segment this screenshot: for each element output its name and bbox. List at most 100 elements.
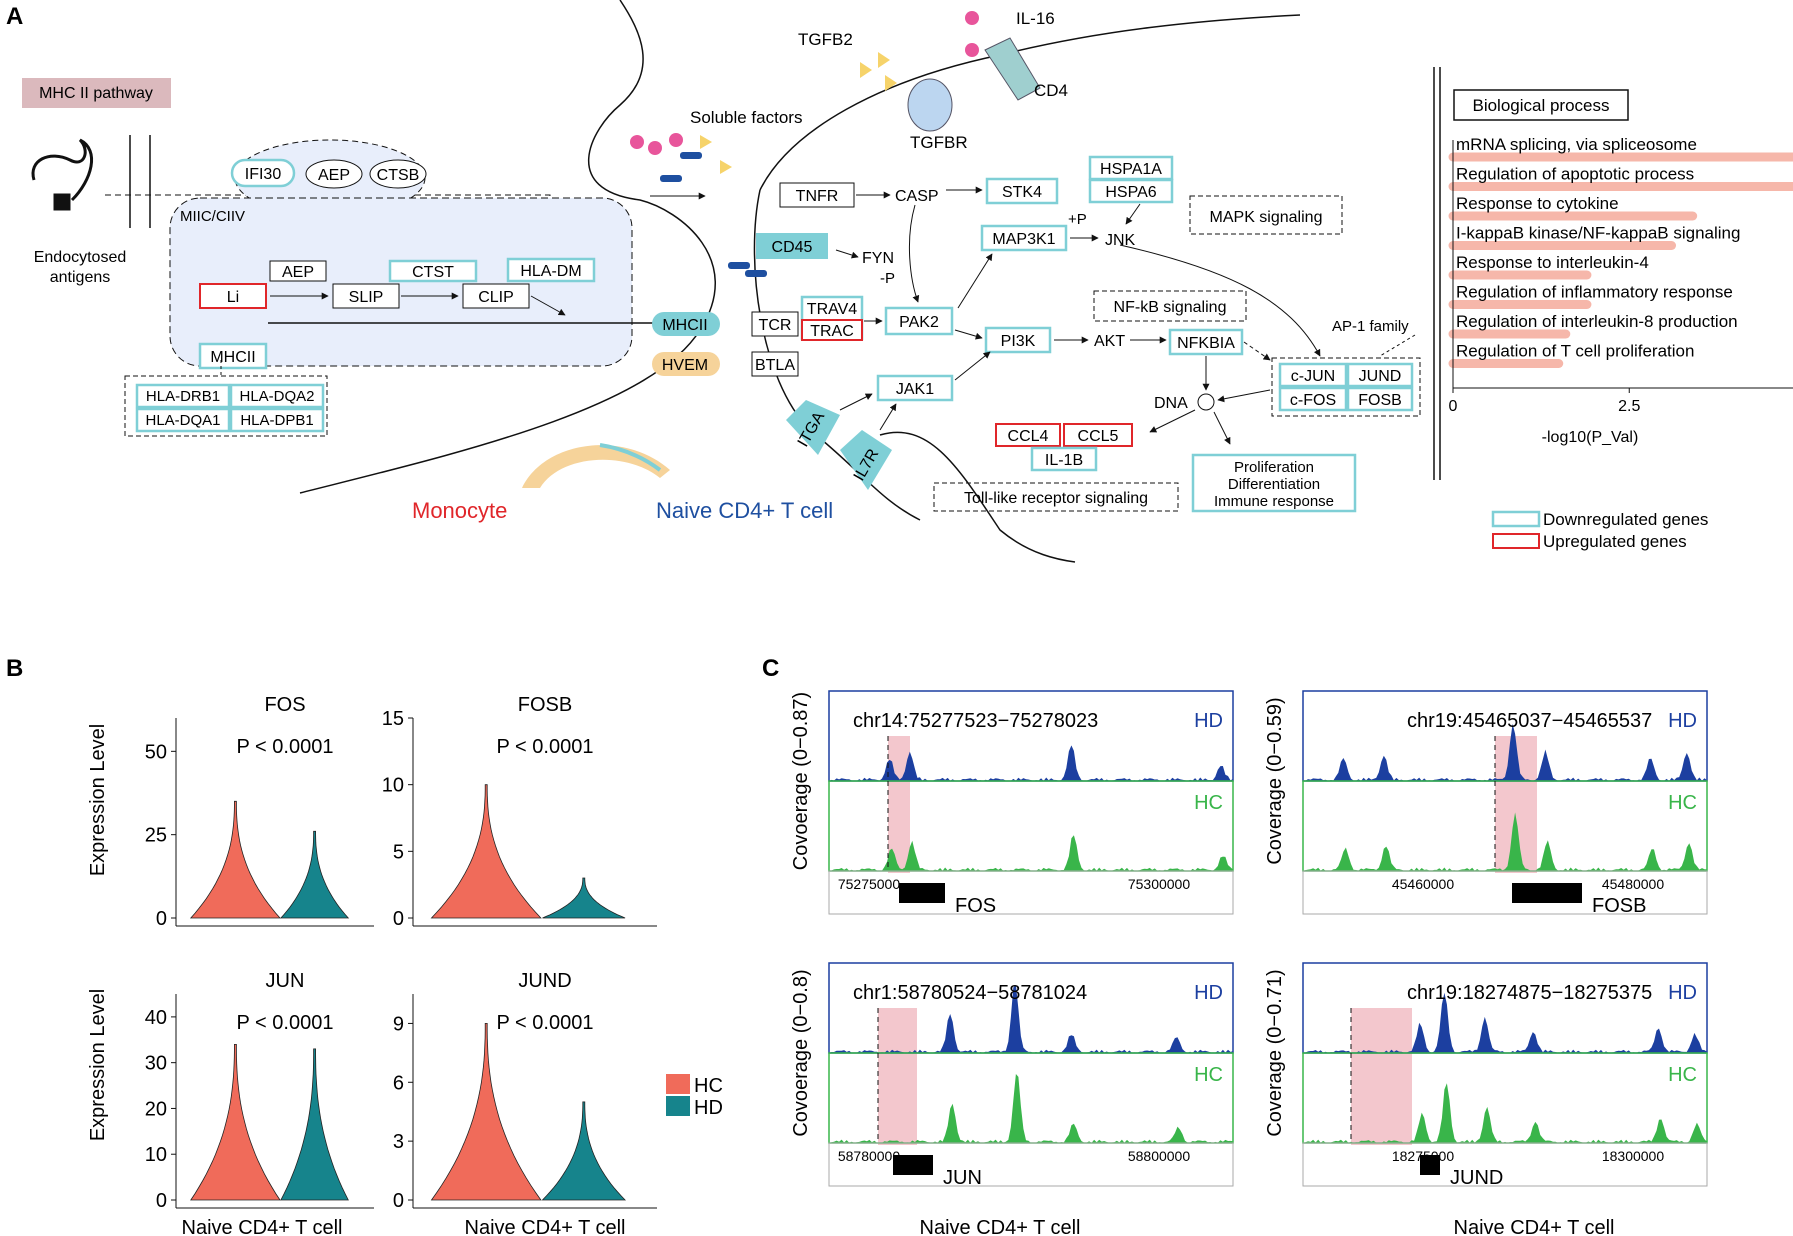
factor-bar	[660, 175, 682, 182]
gene-model	[899, 883, 945, 903]
violin-hd	[280, 830, 350, 919]
hc-label: HC	[1194, 792, 1223, 814]
pak2-pi3k-arrow	[954, 329, 983, 340]
region-label: chr14:75277523−75278023	[853, 710, 1098, 732]
violin-tick-label: 40	[145, 1007, 167, 1029]
dna-label: DNA	[1154, 395, 1188, 412]
monocyte-membrane	[299, 0, 716, 494]
mhc-pathway-label: MHC II pathway	[39, 85, 153, 102]
hc-label: HC	[1668, 1064, 1697, 1086]
hvem-receptor	[652, 352, 720, 376]
bp-term: mRNA splicing, via spliceosome	[1456, 135, 1697, 154]
hsp-jnk-arrow	[1125, 203, 1141, 225]
ctsb-node	[369, 159, 427, 189]
slip-node	[332, 283, 400, 309]
aep-label: AEP	[282, 264, 314, 281]
ap1-box	[1271, 357, 1421, 417]
bp-term: Regulation of interleukin-8 production	[1456, 312, 1738, 331]
hd-label: HD	[1668, 710, 1697, 732]
coverage-ylabel: Covoerage (0−0.8)	[790, 969, 812, 1136]
synapse-arch	[522, 445, 670, 488]
coord-tick: 58800000	[1128, 1148, 1191, 1164]
gene-model	[1512, 883, 1582, 903]
tgfb2-triangle	[885, 75, 897, 91]
factor-dot	[630, 135, 644, 149]
hla-drb1-label: HLA-DRB1	[146, 388, 220, 405]
pak2-map3k1-arrow	[957, 253, 993, 309]
aep-top-node	[305, 159, 363, 189]
hla-dqa1-gene	[135, 407, 231, 433]
il7r-jak1-arrow	[879, 403, 897, 431]
violin-hc	[430, 1023, 542, 1201]
tcell-label: Naive CD4+ T cell	[656, 498, 833, 523]
factor-bar	[745, 270, 767, 277]
violin-tick-label: 30	[145, 1053, 167, 1075]
fyn-label: FYN	[862, 250, 894, 267]
soluble-factors-label: Soluble factors	[690, 108, 802, 127]
factor-triangle	[700, 135, 712, 149]
legend-hd-label: HD	[694, 1097, 723, 1119]
cd45-receptor	[756, 233, 828, 259]
coverage-ylabel: Coverage (0−0.71)	[1264, 969, 1286, 1136]
violin-p-value: P < 0.0001	[237, 1012, 334, 1034]
ap1-label: AP-1 family	[1332, 318, 1409, 335]
violin-tick-label: 5	[393, 841, 404, 863]
coverage-ylabel: Coverage (0−0.59)	[1264, 697, 1286, 864]
dna-node	[1197, 393, 1215, 411]
hd-label: HD	[1194, 710, 1223, 732]
outcome-differentiation: Differentiation	[1228, 476, 1320, 493]
factor-dot	[648, 141, 662, 155]
violin-hc	[190, 1044, 281, 1201]
coord-tick: 58780000	[838, 1148, 901, 1164]
hla-dm-label: HLA-DM	[520, 263, 581, 280]
hc-coverage	[829, 835, 1233, 871]
li-label: Li	[227, 289, 239, 306]
trav4-label: TRAV4	[807, 301, 857, 318]
clip-label: CLIP	[478, 289, 514, 306]
mhcii-inner-label: MHCII	[210, 349, 255, 366]
bp-term: Response to interleukin-4	[1456, 253, 1649, 272]
panel-b-label: B	[6, 655, 23, 682]
gene-track-frame	[828, 1142, 1234, 1187]
clip-node	[462, 283, 530, 309]
cd45-label: CD45	[772, 239, 813, 256]
region-label: chr19:45465037−45465537	[1407, 710, 1652, 732]
clip-mhc-arrow	[530, 295, 566, 316]
bp-term: Regulation of T cell proliferation	[1456, 342, 1694, 361]
tgfb2-triangle	[878, 52, 890, 68]
itga-jak1-arrow	[839, 393, 873, 411]
jnk-ap1-arrow	[1119, 244, 1321, 357]
hla-dqa2-gene	[229, 383, 325, 409]
violin-gene-title: FOSB	[518, 694, 572, 716]
violin-hc	[189, 800, 281, 919]
coord-tick: 18300000	[1602, 1148, 1665, 1164]
legend-up-swatch	[1492, 533, 1540, 549]
cd4-receptor	[984, 37, 1041, 101]
gene-track-frame	[1302, 1142, 1708, 1187]
ccl5-gene	[1063, 423, 1133, 447]
map3k1-gene	[980, 224, 1068, 252]
panel-a-label: A	[6, 3, 23, 30]
hla-dm-gene	[506, 257, 596, 283]
casp-pak2-arrow	[908, 204, 920, 303]
il7r-receptor	[840, 430, 892, 490]
bp-title: Biological process	[1472, 96, 1609, 115]
nfkb-box	[1093, 290, 1247, 322]
btla-label: BTLA	[755, 357, 795, 374]
legend-hc-label: HC	[694, 1075, 723, 1097]
trac-gene	[801, 319, 863, 341]
ctst-label: CTST	[412, 264, 454, 281]
hla-dqa2-label: HLA-DQA2	[239, 388, 314, 405]
hla-dpb1-label: HLA-DPB1	[240, 412, 313, 429]
violin-tick-label: 10	[382, 775, 404, 797]
legend-hc-swatch	[666, 1074, 690, 1094]
btla-receptor	[751, 351, 799, 377]
il1b-gene	[1030, 446, 1098, 472]
gene-label: FOS	[955, 895, 996, 917]
li-gene	[199, 283, 267, 309]
map3k1-label: MAP3K1	[992, 231, 1055, 248]
tlr-label: Toll-like receptor signaling	[964, 490, 1148, 507]
coverage-ylabel: Covoerage (0−0.87)	[790, 692, 812, 870]
